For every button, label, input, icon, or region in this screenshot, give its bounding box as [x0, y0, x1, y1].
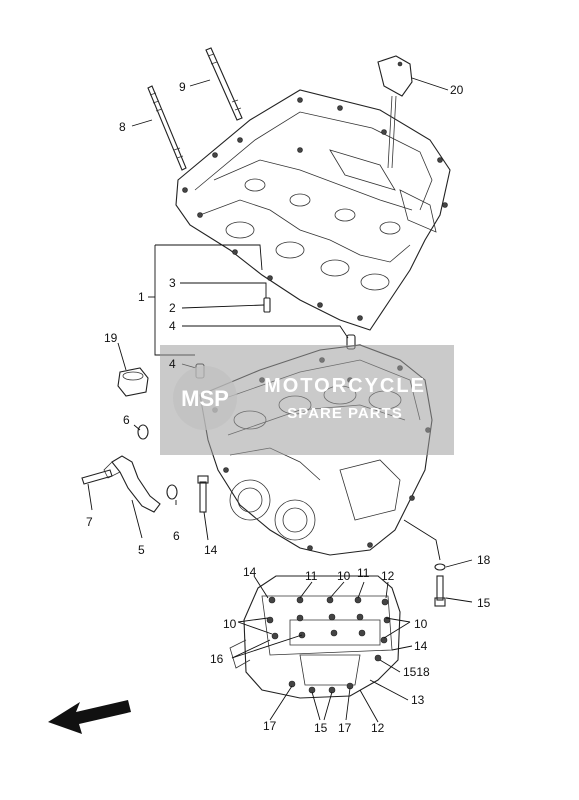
- label-6-right: 6: [173, 529, 180, 543]
- label-18: 18: [477, 553, 491, 567]
- label-13: 13: [411, 693, 425, 707]
- label-11-left: 11: [305, 569, 318, 583]
- label-7: 7: [86, 515, 93, 529]
- label-14-main: 14: [204, 543, 218, 557]
- crankcase-bottom-view: [229, 575, 401, 699]
- label-11-right: 11: [357, 566, 370, 580]
- label-10-top: 10: [337, 569, 351, 583]
- leader-lines: [87, 77, 473, 723]
- label-8: 8: [119, 120, 126, 134]
- label-15-right: 15: [477, 596, 491, 610]
- label-17-left: 17: [263, 719, 277, 733]
- label-14-bottom-right: 14: [414, 639, 428, 653]
- label-12-top: 12: [381, 569, 395, 583]
- watermark-logo: MSP: [181, 386, 229, 411]
- upper-crankcase: [147, 47, 451, 331]
- label-6-left: 6: [123, 413, 130, 427]
- label-10-right: 10: [414, 617, 428, 631]
- front-direction-arrow-icon: [48, 700, 131, 734]
- label-17-right: 17: [338, 721, 352, 735]
- label-4-lower: 4: [169, 357, 176, 371]
- label-10-left: 10: [223, 617, 237, 631]
- label-4-upper: 4: [169, 319, 176, 333]
- watermark-line1: MOTORCYCLE: [264, 375, 426, 397]
- label-20: 20: [450, 83, 464, 97]
- watermark-line2: SPARE PARTS: [287, 405, 402, 422]
- label-3: 3: [169, 276, 176, 290]
- label-15-bottom: 15: [314, 721, 328, 735]
- watermark: MSP MOTORCYCLE SPARE PARTS: [160, 345, 454, 455]
- label-1: 1: [138, 290, 145, 304]
- label-5: 5: [138, 543, 145, 557]
- label-1518: 1518: [403, 665, 430, 679]
- label-9: 9: [179, 80, 186, 94]
- label-19: 19: [104, 331, 118, 345]
- label-12-bottom: 12: [371, 721, 385, 735]
- label-16: 16: [210, 652, 224, 666]
- label-2: 2: [169, 301, 176, 315]
- label-14-bottom-top: 14: [243, 565, 257, 579]
- part-labels: 8 9 20 1 3 2 4 4 19 6 6 7 5 14 18 15 14 …: [86, 80, 491, 735]
